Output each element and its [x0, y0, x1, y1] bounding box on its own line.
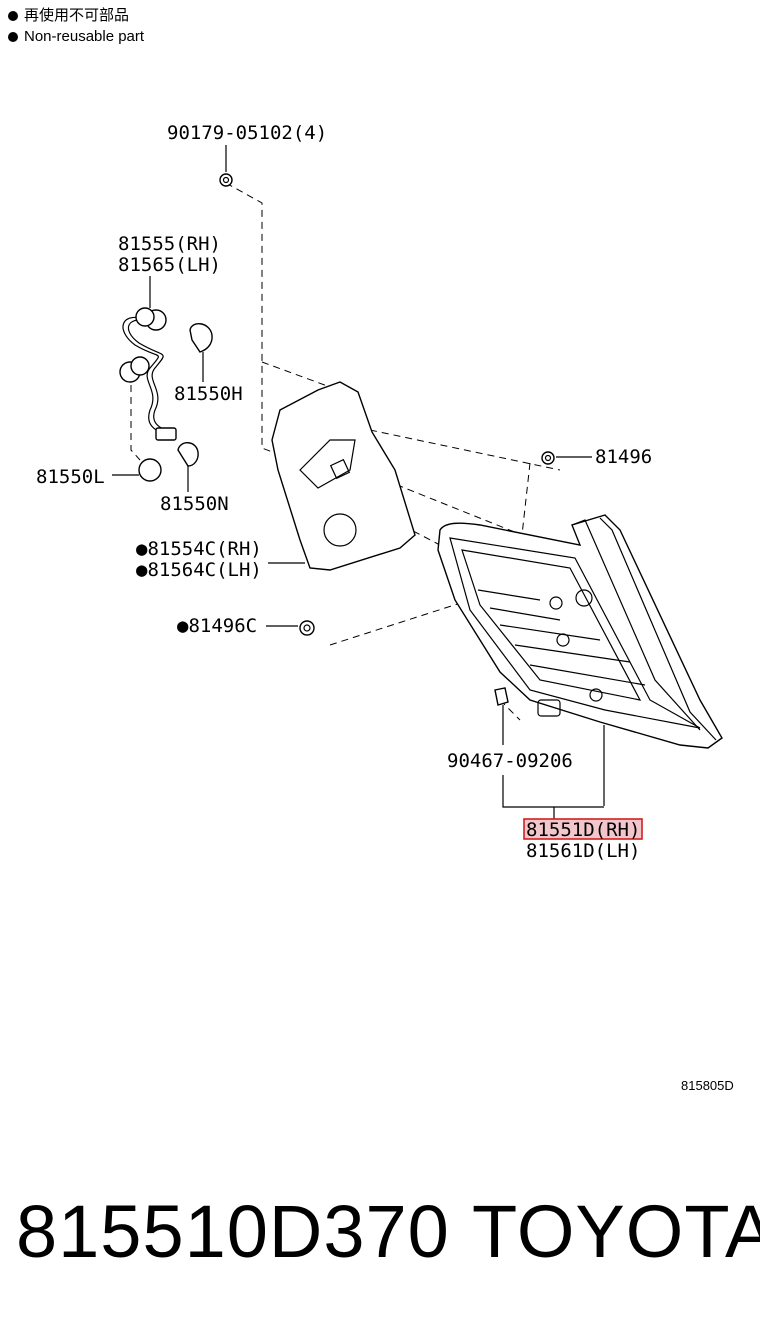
label-nut: 90179-05102(4)	[167, 122, 327, 144]
gasket-drawing	[268, 381, 416, 571]
clip-c-drawing	[266, 620, 315, 636]
label-lamp-lh: 81561D(LH)	[526, 840, 640, 862]
legend-line-1: 再使用不可部品	[8, 7, 129, 25]
figure-code: 815805D	[681, 1078, 734, 1093]
bulb-h-drawing	[189, 323, 213, 382]
bullet-icon	[8, 11, 18, 21]
legend-text-english: Non-reusable part	[24, 28, 145, 45]
label-lamp-rh[interactable]: 81551D(RH)	[526, 819, 640, 841]
legend-line-2: Non-reusable part	[8, 28, 144, 46]
label-gasket-lh: ●81564C(LH)	[136, 559, 262, 581]
label-bulb-n: 81550N	[160, 493, 229, 515]
bulb-n-drawing	[177, 442, 199, 492]
label-gasket-rh: ●81554C(RH)	[136, 538, 262, 560]
label-screw: 90467-09206	[447, 750, 573, 772]
nut-drawing	[219, 145, 233, 187]
tail-lamp-drawing	[437, 514, 723, 806]
bulb-l-drawing	[112, 458, 162, 482]
label-bulb-l: 81550L	[36, 466, 105, 488]
highlight-box	[523, 818, 643, 840]
legend-text-japanese: 再使用不可部品	[24, 7, 130, 24]
bullet-icon	[8, 32, 18, 42]
footer-brand: TOYOTA	[472, 1190, 760, 1273]
label-clip: 81496	[595, 446, 652, 468]
clip-drawing	[541, 451, 592, 465]
lamp-bracket	[502, 775, 604, 820]
screw-drawing	[494, 687, 509, 745]
label-bulb-h: 81550H	[174, 383, 243, 405]
footer-part-number: 815510D370	[16, 1190, 450, 1273]
label-socket-lh: 81565(LH)	[118, 254, 221, 276]
label-clip-c: ●81496C	[177, 615, 257, 637]
socket-wire-drawing	[119, 276, 177, 441]
label-socket-rh: 81555(RH)	[118, 233, 221, 255]
